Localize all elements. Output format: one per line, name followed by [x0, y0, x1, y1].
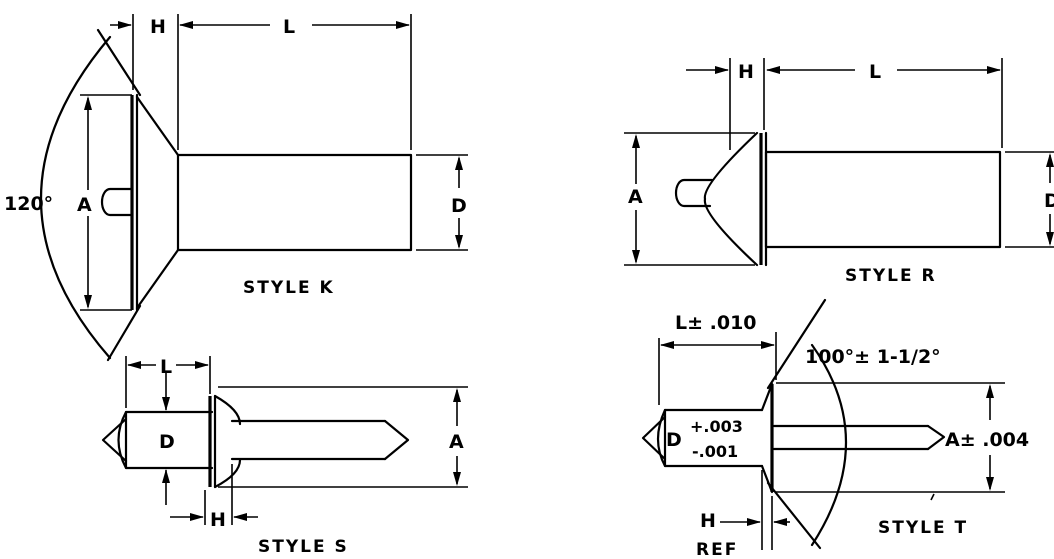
style-t-mandrel-tip [926, 424, 946, 451]
style-k-angle-ext-bottom [106, 304, 142, 362]
style-t-angle-ext-top [766, 298, 827, 390]
style-t-l-arrow-right [761, 341, 775, 349]
style-t-d-label: D [666, 429, 682, 451]
style-r-figure: H L A D STYLE R [624, 58, 1054, 286]
style-r-l-arrow-left [766, 66, 780, 74]
style-r-caption: STYLE R [845, 266, 937, 286]
style-t-h-arrow-right [773, 518, 787, 526]
style-t-stray-mark [930, 493, 935, 501]
style-t-figure: L± .010 100°± 1-1/2° A± .004 D +.003 -.0… [641, 298, 1029, 559]
style-k-d-arrow-down [455, 235, 463, 249]
style-k-angle-arc [39, 35, 112, 360]
style-t-angle-ext-bottom [766, 481, 822, 550]
style-r-mandrel-stub [674, 178, 714, 208]
style-k-head-taper-bottom [135, 248, 180, 310]
style-r-h-label: H [738, 61, 754, 83]
style-t-a-arrow-down [986, 477, 994, 491]
style-k-h-label: H [150, 16, 166, 38]
style-s-d-arrow-top [162, 397, 170, 411]
style-s-d-arrow-bottom [162, 469, 170, 483]
style-s-a-arrow-up [453, 388, 461, 402]
style-s-a-label: A [449, 431, 464, 453]
style-r-l-arrow-right [987, 66, 1001, 74]
style-t-h-label: H [700, 510, 716, 532]
style-t-tol-plus: +.003 [690, 417, 743, 436]
style-t-a-arrow-up [986, 384, 994, 398]
style-k-mandrel-stub [100, 187, 134, 217]
style-k-a-arrow-up [84, 96, 92, 110]
style-r-h-arrow [715, 66, 729, 74]
style-t-head-taper-top [760, 382, 774, 412]
style-r-a-arrow-down [632, 250, 640, 264]
style-s-h-arrow-right [233, 513, 247, 521]
style-r-d-label: D [1044, 190, 1054, 212]
style-k-l-arrow-left [179, 21, 193, 29]
style-k-d-label: D [451, 195, 467, 217]
style-k-figure: H L 120° A D STYLE K [4, 14, 468, 362]
style-t-l-label: L± .010 [675, 312, 757, 334]
style-k-caption: STYLE K [243, 278, 335, 298]
style-r-d-arrow-down [1046, 232, 1054, 246]
style-t-ref-label: REF [696, 540, 738, 559]
style-r-d-arrow-up [1046, 153, 1054, 167]
style-s-l-label: L [160, 356, 172, 378]
style-t-l-arrow-left [660, 341, 674, 349]
style-t-h-arrow-left [747, 518, 761, 526]
style-k-angle-label: 120° [4, 193, 53, 215]
style-k-a-label: A [77, 194, 92, 216]
style-t-caption: STYLE T [878, 518, 968, 538]
style-t-a-label: A± .004 [945, 429, 1029, 451]
style-s-nose [101, 417, 128, 463]
style-s-a-arrow-down [453, 472, 461, 486]
style-s-mandrel-tip [383, 419, 410, 461]
style-s-caption: STYLE S [258, 537, 349, 557]
style-k-h-arrow [118, 21, 132, 29]
style-k-l-arrow-right [396, 21, 410, 29]
style-r-shank [764, 150, 1002, 249]
style-r-a-label: A [628, 186, 643, 208]
style-s-h-arrow-left [190, 513, 204, 521]
style-r-a-arrow-up [632, 134, 640, 148]
style-k-shank [176, 153, 413, 252]
style-t-angle-arc [810, 343, 848, 547]
style-k-l-label: L [283, 16, 295, 38]
style-s-figure: L D H A STYLE S [101, 356, 468, 557]
style-t-head-taper-bottom [760, 464, 774, 494]
style-s-head-dome [213, 394, 242, 489]
style-s-l-arrow-left [127, 361, 141, 369]
style-r-l-label: L [869, 61, 881, 83]
style-t-angle-label: 100°± 1-1/2° [805, 346, 941, 368]
style-k-head-taper-top [135, 95, 180, 157]
style-r-head-dome [703, 131, 759, 267]
style-t-nose [641, 415, 667, 461]
style-t-tol-minus: -.001 [692, 442, 738, 461]
style-s-l-arrow-right [195, 361, 209, 369]
style-s-h-label: H [210, 509, 226, 531]
style-s-d-label: D [159, 431, 175, 453]
style-k-d-arrow-up [455, 156, 463, 170]
style-k-a-arrow-down [84, 295, 92, 309]
